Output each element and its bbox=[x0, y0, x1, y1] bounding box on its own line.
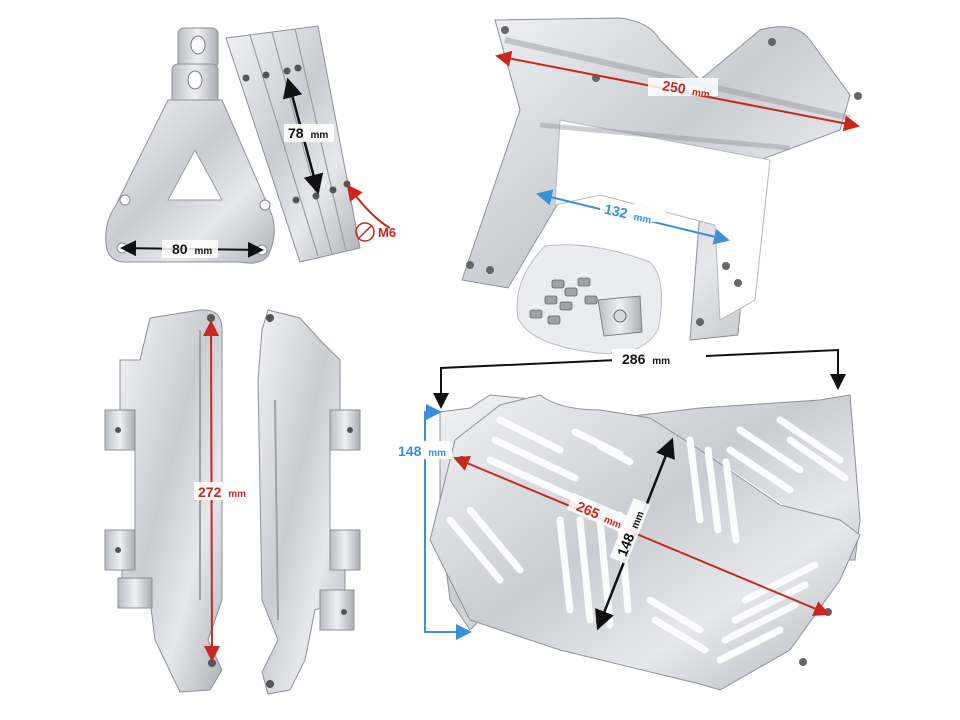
guard-length-unit: mm bbox=[228, 489, 246, 500]
side-guard-right bbox=[257, 309, 361, 695]
svg-text:286 mm: 286 mm bbox=[622, 351, 670, 367]
frame-inner-value: 132 bbox=[603, 201, 629, 222]
dim-guard-length: 272 mm bbox=[194, 320, 250, 662]
svg-text:132 mm: 132 mm bbox=[603, 201, 653, 227]
dim-frame-length: 250 mm bbox=[495, 50, 860, 132]
guard-length-value: 272 bbox=[198, 484, 222, 500]
slot-spacing-unit: mm bbox=[310, 130, 328, 141]
svg-text:148 mm: 148 mm bbox=[398, 443, 446, 459]
frame-length-value: 250 bbox=[661, 77, 687, 96]
svg-text:78 mm: 78 mm bbox=[288, 125, 328, 141]
svg-text:80 mm: 80 mm bbox=[172, 241, 212, 257]
dim-frame-inner: 132 mm bbox=[536, 189, 730, 245]
grille-side-unit: mm bbox=[428, 448, 446, 459]
grille-width-value: 286 bbox=[622, 351, 646, 367]
hardware-bag bbox=[516, 244, 663, 355]
bracket-width-unit: mm bbox=[194, 246, 212, 257]
grille-side-value: 148 bbox=[398, 443, 422, 459]
svg-text:272 mm: 272 mm bbox=[198, 484, 246, 500]
dim-grille-width: 286 mm bbox=[433, 348, 846, 409]
svg-text:250 mm: 250 mm bbox=[661, 77, 711, 100]
dim-slot-spacing: 78 mm bbox=[282, 77, 334, 195]
side-guard-left bbox=[104, 309, 223, 693]
bolt-size-label: M6 bbox=[378, 225, 396, 240]
frame-length-unit: mm bbox=[691, 87, 710, 101]
dim-bracket-width: 80 mm bbox=[120, 240, 264, 258]
frame-inner-unit: mm bbox=[632, 212, 652, 226]
dim-grille-side: 148 mm bbox=[394, 404, 472, 640]
dim-bolt-size: M6 bbox=[346, 184, 396, 242]
grille-width-unit: mm bbox=[652, 356, 670, 367]
slot-spacing-value: 78 bbox=[288, 125, 304, 141]
bracket-width-value: 80 bbox=[172, 241, 188, 257]
